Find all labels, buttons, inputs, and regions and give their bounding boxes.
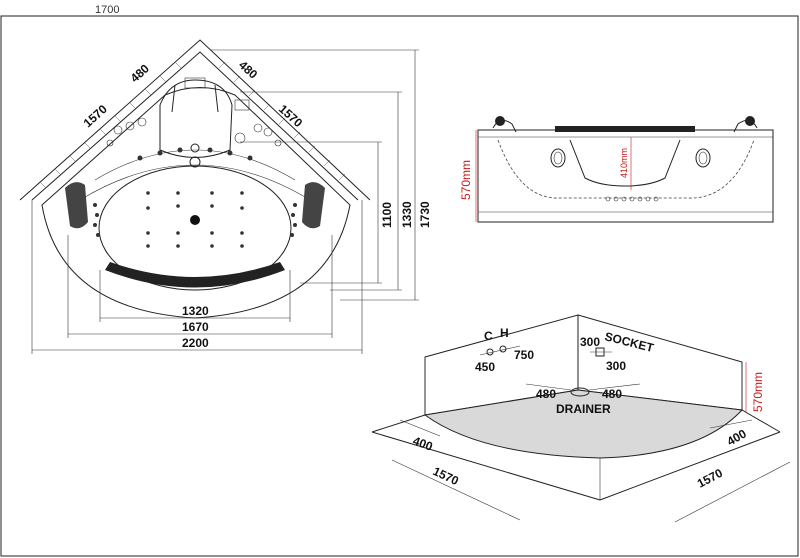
dim-2200: 2200 — [182, 336, 209, 350]
tub-deck-outline — [41, 87, 351, 319]
right-pillow — [302, 182, 325, 229]
side-view: 410mm 570mm — [459, 116, 774, 223]
diag-right-480: 480 — [236, 58, 260, 82]
hot-pipe — [499, 345, 507, 353]
dim-480-right: 480 — [602, 387, 622, 401]
tub-inner-rim — [79, 164, 311, 201]
deck-jets — [106, 117, 282, 147]
top-view-outer-edge — [19, 39, 371, 201]
dim-1570-right: 1570 — [695, 466, 725, 491]
side-view-rail — [555, 126, 695, 132]
basin-jets — [146, 191, 244, 248]
dim-1730: 1730 — [418, 201, 432, 228]
diag-left-1570: 1570 — [81, 102, 110, 130]
side-bottom-jets — [605, 196, 659, 202]
dim-1320: 1320 — [182, 304, 209, 318]
dim-410: 410mm — [619, 148, 629, 178]
dim-750: 750 — [514, 348, 534, 362]
label-c: C — [484, 329, 493, 343]
drain — [570, 387, 590, 397]
back-seat — [159, 79, 233, 158]
label-h: H — [500, 326, 509, 340]
dim-300-right: 300 — [606, 359, 626, 373]
side-right-jet — [695, 148, 711, 168]
header-value: 1700 — [95, 4, 119, 16]
dim-1670: 1670 — [182, 320, 209, 334]
side-left-jet — [550, 148, 566, 168]
side-jets — [93, 203, 297, 237]
floor-view: 400 400 1570 1570 480 480 DRAINER C H 75… — [371, 314, 791, 523]
frame-border — [0, 15, 799, 557]
side-view-basin — [497, 139, 755, 199]
top-view-inner-edge — [31, 51, 359, 201]
left-pillow — [65, 182, 88, 229]
side-view-seat — [569, 139, 681, 187]
dim-450: 450 — [475, 360, 495, 374]
floor-area — [423, 389, 744, 459]
dim-1570-left: 1570 — [431, 464, 461, 488]
control-panel — [184, 77, 206, 89]
control-box — [234, 99, 250, 111]
dim-480-left: 480 — [536, 387, 556, 401]
socket-label: SOCKET — [603, 329, 656, 355]
drainer-label: DRAINER — [556, 402, 611, 416]
dim-400-left: 400 — [411, 434, 435, 454]
dim-1100: 1100 — [380, 202, 394, 228]
faucet-arms — [171, 84, 219, 113]
dim-300-top: 300 — [580, 335, 600, 349]
dim-570-side: 570mm — [459, 160, 473, 200]
nozzle-row — [137, 143, 253, 168]
dim-570-room: 570mm — [751, 372, 765, 412]
tub-basin — [98, 165, 292, 291]
diag-left-480: 480 — [128, 61, 152, 85]
front-skirt — [105, 262, 285, 288]
tub-seat-line — [94, 149, 296, 181]
wall-hatching — [39, 61, 346, 189]
top-view: 1570 480 480 1570 1320 1670 2200 1100 13… — [19, 39, 432, 354]
dim-1330: 1330 — [400, 201, 414, 228]
